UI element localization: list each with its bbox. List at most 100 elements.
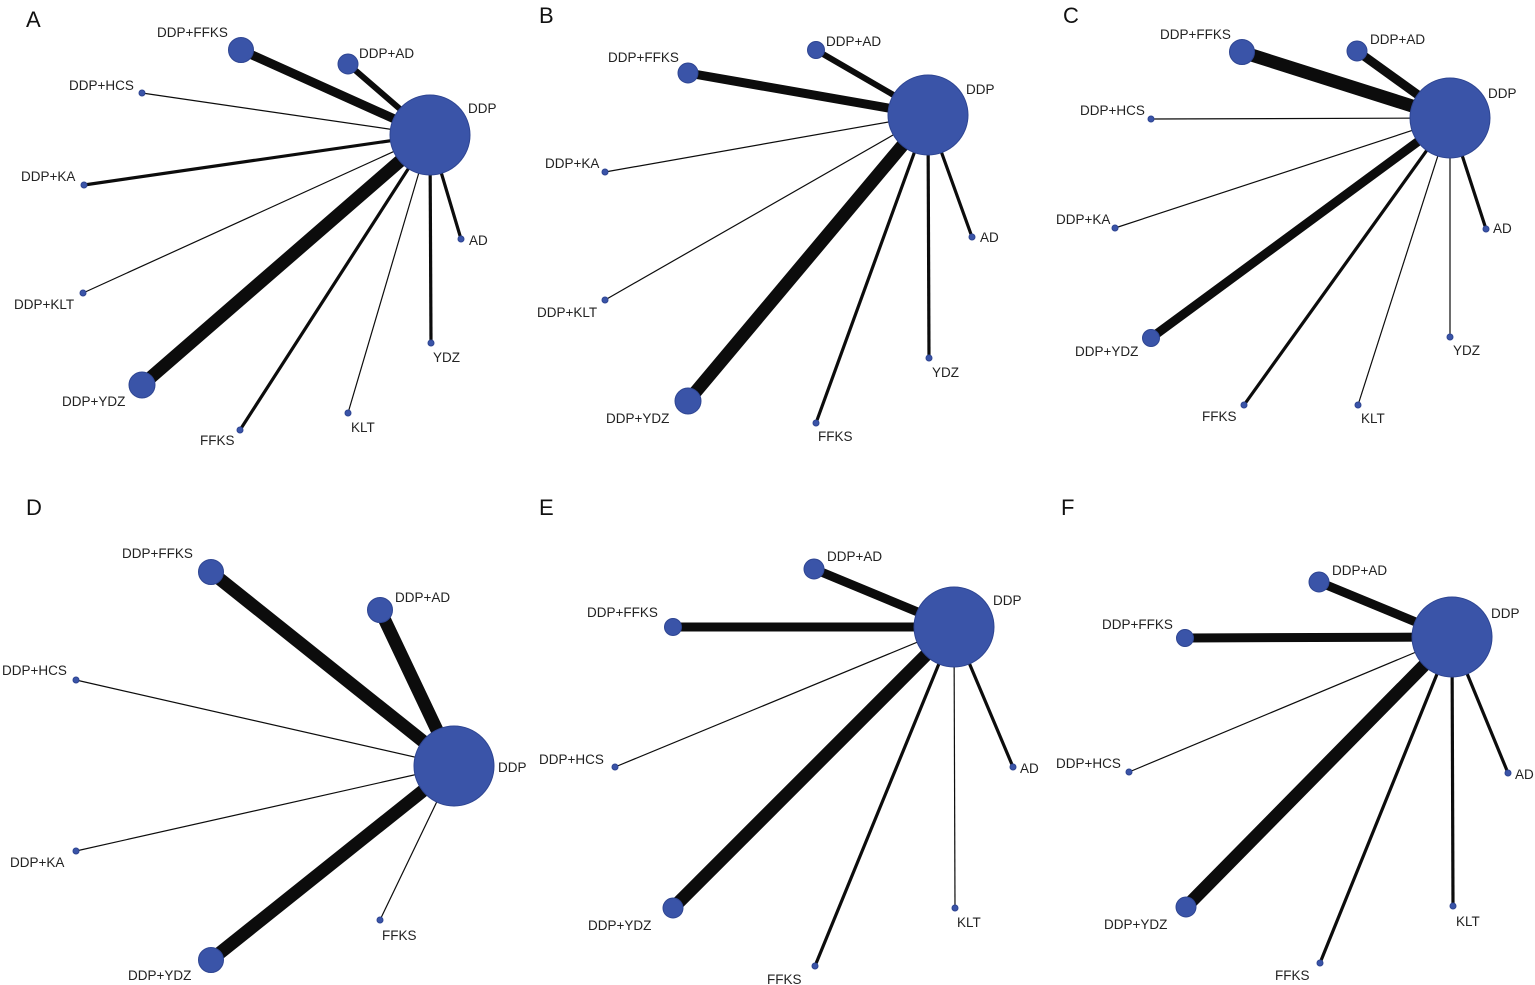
node-label-ddp-plus-ydz: DDP+YDZ — [606, 411, 669, 426]
node-label-ddp-plus-ka: DDP+KA — [1056, 212, 1110, 227]
node-label-ddp-plus-ad: DDP+AD — [395, 590, 450, 605]
node-ddp-plus-ffks — [198, 559, 224, 585]
node-label-ddp-plus-hcs: DDP+HCS — [1056, 756, 1121, 771]
edge-ddp-to-ddp-plus-ydz — [683, 110, 933, 406]
node-label-ffks: FFKS — [1202, 409, 1237, 424]
node-ddp — [389, 94, 471, 176]
node-ffks — [376, 916, 384, 924]
node-ddp-plus-ydz — [1142, 329, 1160, 347]
node-ad — [1482, 225, 1490, 233]
node-ddp-plus-ffks — [677, 62, 699, 84]
panel-e: EDDPDDP+ADDDP+FFKSDDP+HCSDDP+YDZFFKSKLTA… — [539, 495, 1039, 985]
node-label-ad: AD — [1493, 221, 1512, 236]
node-ydz — [427, 339, 435, 347]
edge-ddp-to-ddp-plus-ka — [1114, 117, 1451, 229]
node-klt — [951, 904, 959, 912]
edge-ddp-to-ddp-plus-klt — [82, 134, 431, 294]
node-label-ddp: DDP — [966, 82, 995, 97]
node-ddp — [413, 725, 495, 807]
panel-f: FDDPDDP+ADDDP+FFKSDDP+HCSDDP+YDZFFKSKLTA… — [1056, 495, 1534, 983]
node-label-ffks: FFKS — [200, 433, 235, 448]
node-label-ddp: DDP — [468, 101, 497, 116]
node-ddp-plus-ad — [337, 53, 359, 75]
node-label-ad: AD — [1020, 761, 1039, 776]
edge-ddp-to-klt — [347, 134, 431, 414]
node-label-ddp: DDP — [993, 593, 1022, 608]
node-label-ddp: DDP — [498, 760, 527, 775]
node-label-ddp-plus-ffks: DDP+FFKS — [157, 25, 228, 40]
node-ddp — [887, 74, 969, 156]
node-label-ddp-plus-ad: DDP+AD — [826, 34, 881, 49]
node-label-ad: AD — [980, 230, 999, 245]
node-ddp-plus-ad — [807, 41, 825, 59]
node-ddp-plus-ka — [72, 847, 80, 855]
node-ddp — [1411, 596, 1493, 678]
node-ydz — [925, 354, 933, 362]
edge-ddp-to-ffks — [1318, 636, 1454, 964]
edge-ddp-to-ddp-plus-ydz — [1148, 114, 1453, 342]
edge-ddp-to-ddp-plus-ffks — [687, 68, 929, 120]
node-ddp-plus-ffks — [228, 37, 254, 63]
node-label-ddp-plus-klt: DDP+KLT — [14, 297, 74, 312]
node-label-ydz: YDZ — [433, 350, 460, 365]
node-label-ddp-plus-hcs: DDP+HCS — [1080, 103, 1145, 118]
node-label-ffks: FFKS — [767, 972, 802, 985]
node-ffks — [812, 419, 820, 427]
panel-letter: B — [539, 3, 554, 28]
node-ddp-plus-ffks — [1176, 629, 1194, 647]
node-label-ad: AD — [469, 233, 488, 248]
node-label-ddp-plus-ydz: DDP+YDZ — [588, 918, 651, 933]
node-label-ddp-plus-ad: DDP+AD — [827, 549, 882, 564]
node-label-ddp: DDP — [1491, 606, 1520, 621]
edge-ddp-to-ddp-plus-ydz — [1181, 632, 1457, 912]
node-label-ddp-plus-klt: DDP+KLT — [537, 305, 597, 320]
node-ddp-plus-ad — [803, 558, 825, 580]
node-label-klt: KLT — [351, 420, 375, 435]
node-klt — [1354, 401, 1362, 409]
node-label-ddp-plus-hcs: DDP+HCS — [539, 752, 604, 767]
node-ffks — [1316, 959, 1324, 967]
node-label-ddp-plus-hcs: DDP+HCS — [2, 663, 67, 678]
node-label-ddp-plus-hcs: DDP+HCS — [69, 78, 134, 93]
node-ddp-plus-hcs — [1125, 768, 1133, 776]
node-ad — [1009, 763, 1017, 771]
node-ddp-plus-ka — [1111, 224, 1119, 232]
node-label-ydz: YDZ — [1453, 343, 1480, 358]
node-ddp-plus-ydz — [1175, 896, 1197, 918]
edge-ddp-to-ddp-plus-ffks — [1184, 632, 1453, 643]
panel-letter: F — [1061, 495, 1074, 520]
edge-ddp-to-ddp-plus-hcs — [75, 679, 455, 767]
node-label-ddp-plus-ffks: DDP+FFKS — [608, 50, 679, 65]
edge-ddp-to-ddp-plus-ka — [604, 114, 929, 173]
node-label-ad: AD — [1515, 767, 1534, 782]
node-label-ddp-plus-ydz: DDP+YDZ — [62, 394, 125, 409]
node-ddp-plus-klt — [79, 289, 87, 297]
edge-ddp-to-ddp-plus-hcs — [141, 92, 431, 136]
node-label-ddp-plus-ffks: DDP+FFKS — [587, 605, 658, 620]
node-ffks — [811, 962, 819, 970]
panel-letter: C — [1063, 3, 1079, 28]
node-ddp-plus-ydz — [198, 947, 224, 973]
edge-ddp-to-ddp-plus-ydz — [206, 760, 459, 966]
node-klt — [344, 409, 352, 417]
node-ddp-plus-ydz — [674, 387, 702, 415]
node-ddp-plus-ad — [367, 597, 393, 623]
edge-ddp-to-ddp-plus-hcs — [1150, 117, 1451, 120]
edge-ddp-to-ddp-plus-ffks — [206, 566, 459, 772]
edge-ddp-to-klt — [1450, 636, 1455, 907]
node-label-ddp-plus-ad: DDP+AD — [1332, 563, 1387, 578]
edge-ddp-to-ddp-plus-ka — [83, 133, 431, 187]
panel-letter: E — [539, 495, 554, 520]
node-ddp-plus-ad — [1346, 40, 1368, 62]
node-label-ddp-plus-ydz: DDP+YDZ — [1104, 917, 1167, 932]
node-ad — [457, 235, 465, 243]
edge-ddp-to-ddp-plus-hcs — [614, 626, 955, 768]
edge-ddp-to-ddp-plus-ka — [75, 765, 455, 852]
node-label-ydz: YDZ — [932, 365, 959, 380]
edge-ddp-to-ddp-plus-ydz — [668, 622, 959, 913]
node-ddp-plus-ad — [1308, 571, 1330, 593]
edge-ddp-to-ddp-plus-hcs — [1128, 636, 1453, 773]
panel-letter: A — [26, 7, 41, 32]
node-ddp-plus-hcs — [138, 89, 146, 97]
